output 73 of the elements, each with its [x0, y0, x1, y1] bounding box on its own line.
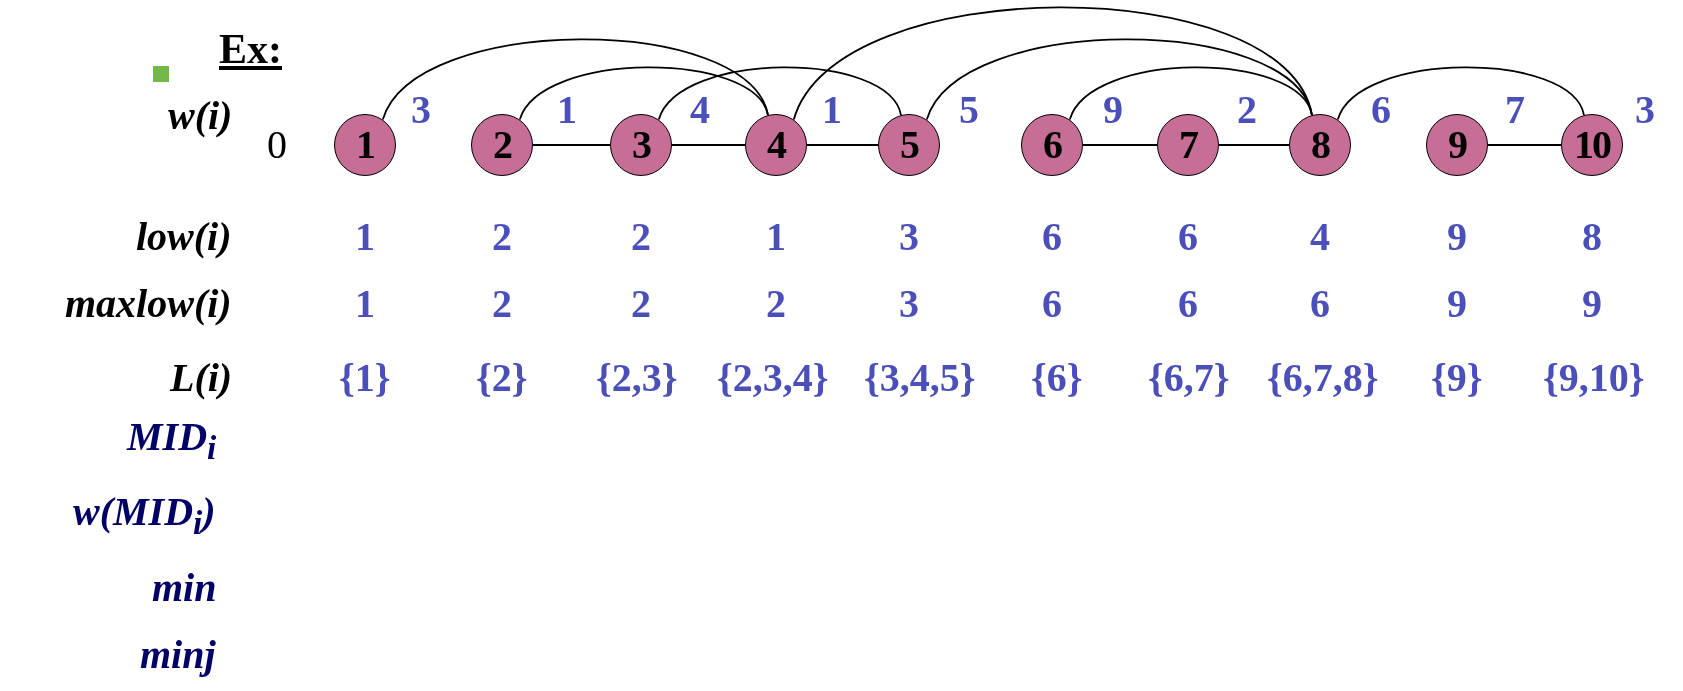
row-label: min: [152, 568, 217, 608]
vertex-circle: 6: [1021, 114, 1083, 176]
weight-label: 4: [690, 90, 710, 130]
table-value: {1}: [339, 358, 391, 398]
table-value: 9: [1582, 284, 1602, 324]
table-value: 8: [1582, 217, 1602, 257]
table-value: 6: [1042, 284, 1062, 324]
weight-label: 0: [267, 125, 287, 165]
weight-label: 7: [1505, 90, 1525, 130]
table-value: 2: [631, 284, 651, 324]
edge-line: [1218, 144, 1290, 146]
example-heading: Ex:: [219, 28, 282, 70]
vertex-circle: 1: [334, 114, 396, 176]
table-value: {2,3,4}: [717, 358, 829, 398]
table-value: 3: [899, 217, 919, 257]
table-value: 9: [1447, 217, 1467, 257]
table-value: 2: [766, 284, 786, 324]
vertex-circle: 8: [1289, 114, 1351, 176]
weight-label: 1: [557, 90, 577, 130]
arc-line: [792, 6, 1313, 121]
edge-line: [1082, 144, 1158, 146]
weight-label: 5: [959, 90, 979, 130]
table-value: {6}: [1031, 358, 1083, 398]
vertex-circle: 9: [1426, 114, 1488, 176]
weight-label: 3: [1635, 90, 1655, 130]
row-label: w(MID$_{i}$): [73, 491, 216, 539]
table-value: 3: [899, 284, 919, 324]
table-value: 1: [766, 217, 786, 257]
table-value: 6: [1310, 284, 1330, 324]
vertex-circle: 4: [745, 114, 807, 176]
table-value: 1: [355, 284, 375, 324]
weight-label: 6: [1371, 90, 1391, 130]
table-value: 6: [1042, 217, 1062, 257]
row-label: MID$_{i}$: [127, 416, 217, 464]
table-value: 2: [631, 217, 651, 257]
row-label: w(i): [168, 96, 233, 136]
edge-line: [806, 144, 879, 146]
table-value: {9}: [1431, 358, 1483, 398]
row-label: L(i): [170, 358, 233, 398]
table-value: 2: [492, 217, 512, 257]
edge-line: [671, 144, 746, 146]
arc-line: [925, 38, 1313, 121]
edge-line: [532, 144, 611, 146]
table-value: {3,4,5}: [864, 358, 976, 398]
vertex-circle: 2: [471, 114, 533, 176]
table-value: {6,7}: [1148, 358, 1230, 398]
row-label: low(i): [136, 217, 232, 257]
table-value: 1: [355, 217, 375, 257]
table-value: 4: [1310, 217, 1330, 257]
row-label: minj: [140, 635, 216, 675]
weight-label: 1: [822, 90, 842, 130]
table-value: 2: [492, 284, 512, 324]
weight-label: 2: [1237, 90, 1257, 130]
vertex-circle: 3: [610, 114, 672, 176]
arc-line: [1336, 66, 1585, 121]
arc-line: [518, 66, 769, 121]
table-value: 6: [1178, 217, 1198, 257]
edge-line: [1487, 144, 1562, 146]
weight-label: 3: [411, 90, 431, 130]
arc-line: [657, 66, 902, 121]
table-value: 9: [1447, 284, 1467, 324]
arc-line: [1068, 66, 1313, 121]
table-value: {6,7,8}: [1267, 358, 1379, 398]
weight-label: 9: [1103, 90, 1123, 130]
vertex-circle: 10: [1561, 114, 1623, 176]
arc-line: [381, 38, 769, 121]
table-value: 6: [1178, 284, 1198, 324]
table-value: {2}: [476, 358, 528, 398]
table-value: {2,3}: [596, 358, 678, 398]
vertex-circle: 5: [878, 114, 940, 176]
vertex-circle: 7: [1157, 114, 1219, 176]
row-label: maxlow(i): [65, 284, 232, 324]
table-value: {9,10}: [1543, 358, 1645, 398]
